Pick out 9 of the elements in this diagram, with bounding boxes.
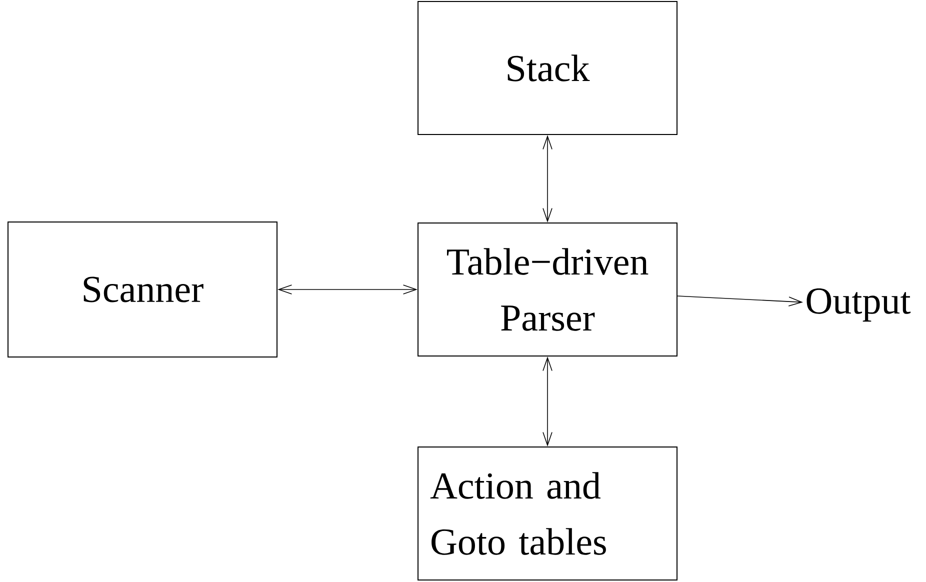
output-label: Output [806,288,911,322]
arrow [542,356,552,446]
table-box: Action and Goto tables [418,446,678,580]
arrow [677,296,804,306]
arrow [278,284,418,294]
process-box: Scanner [8,222,278,358]
process-box: Table−driven Parser [418,222,678,356]
process-box: Stack [418,1,678,135]
arrow [542,135,552,222]
